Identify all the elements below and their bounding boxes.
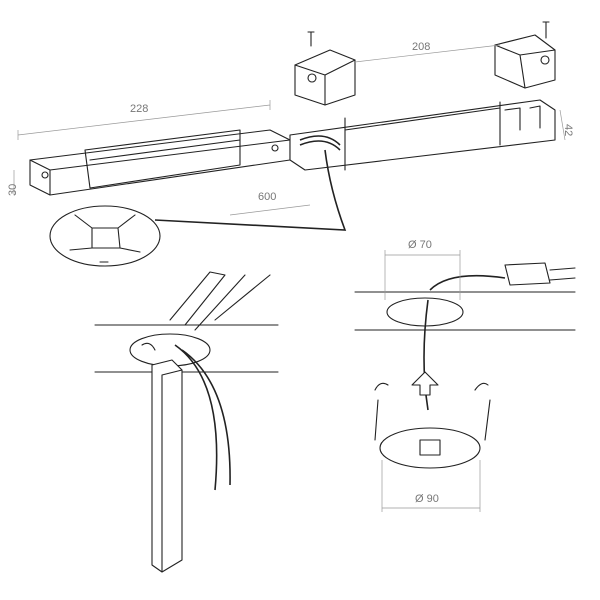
dimension-line-208	[354, 44, 501, 63]
dim-228: 228	[130, 103, 148, 115]
dim-90: Ø 90	[415, 493, 439, 505]
dim-42: 42	[562, 124, 574, 136]
dimension-line-70	[384, 250, 461, 300]
up-arrow-icon	[411, 371, 439, 396]
rotate-arrow-icon	[374, 382, 489, 391]
dimension-line-42	[559, 109, 566, 141]
screw-icon	[542, 21, 550, 39]
dimension-line-90	[381, 460, 481, 512]
terminal-cover-right	[494, 21, 556, 89]
rotate-arrow-icon	[141, 342, 156, 351]
dim-70: Ø 70	[408, 239, 432, 251]
driver-unit-left	[29, 129, 291, 196]
dim-600: 600	[258, 191, 276, 203]
ceiling-insertion-view	[94, 271, 279, 573]
dimension-line-228	[17, 100, 271, 140]
terminal-cover-left	[294, 31, 356, 106]
cable	[154, 149, 347, 231]
screw-icon	[307, 31, 315, 47]
dim-30: 30	[7, 184, 19, 196]
ceiling-mount-view	[354, 262, 576, 469]
dim-208: 208	[412, 41, 430, 53]
driver-unit-right	[289, 99, 556, 171]
sensor-disc	[49, 205, 161, 267]
